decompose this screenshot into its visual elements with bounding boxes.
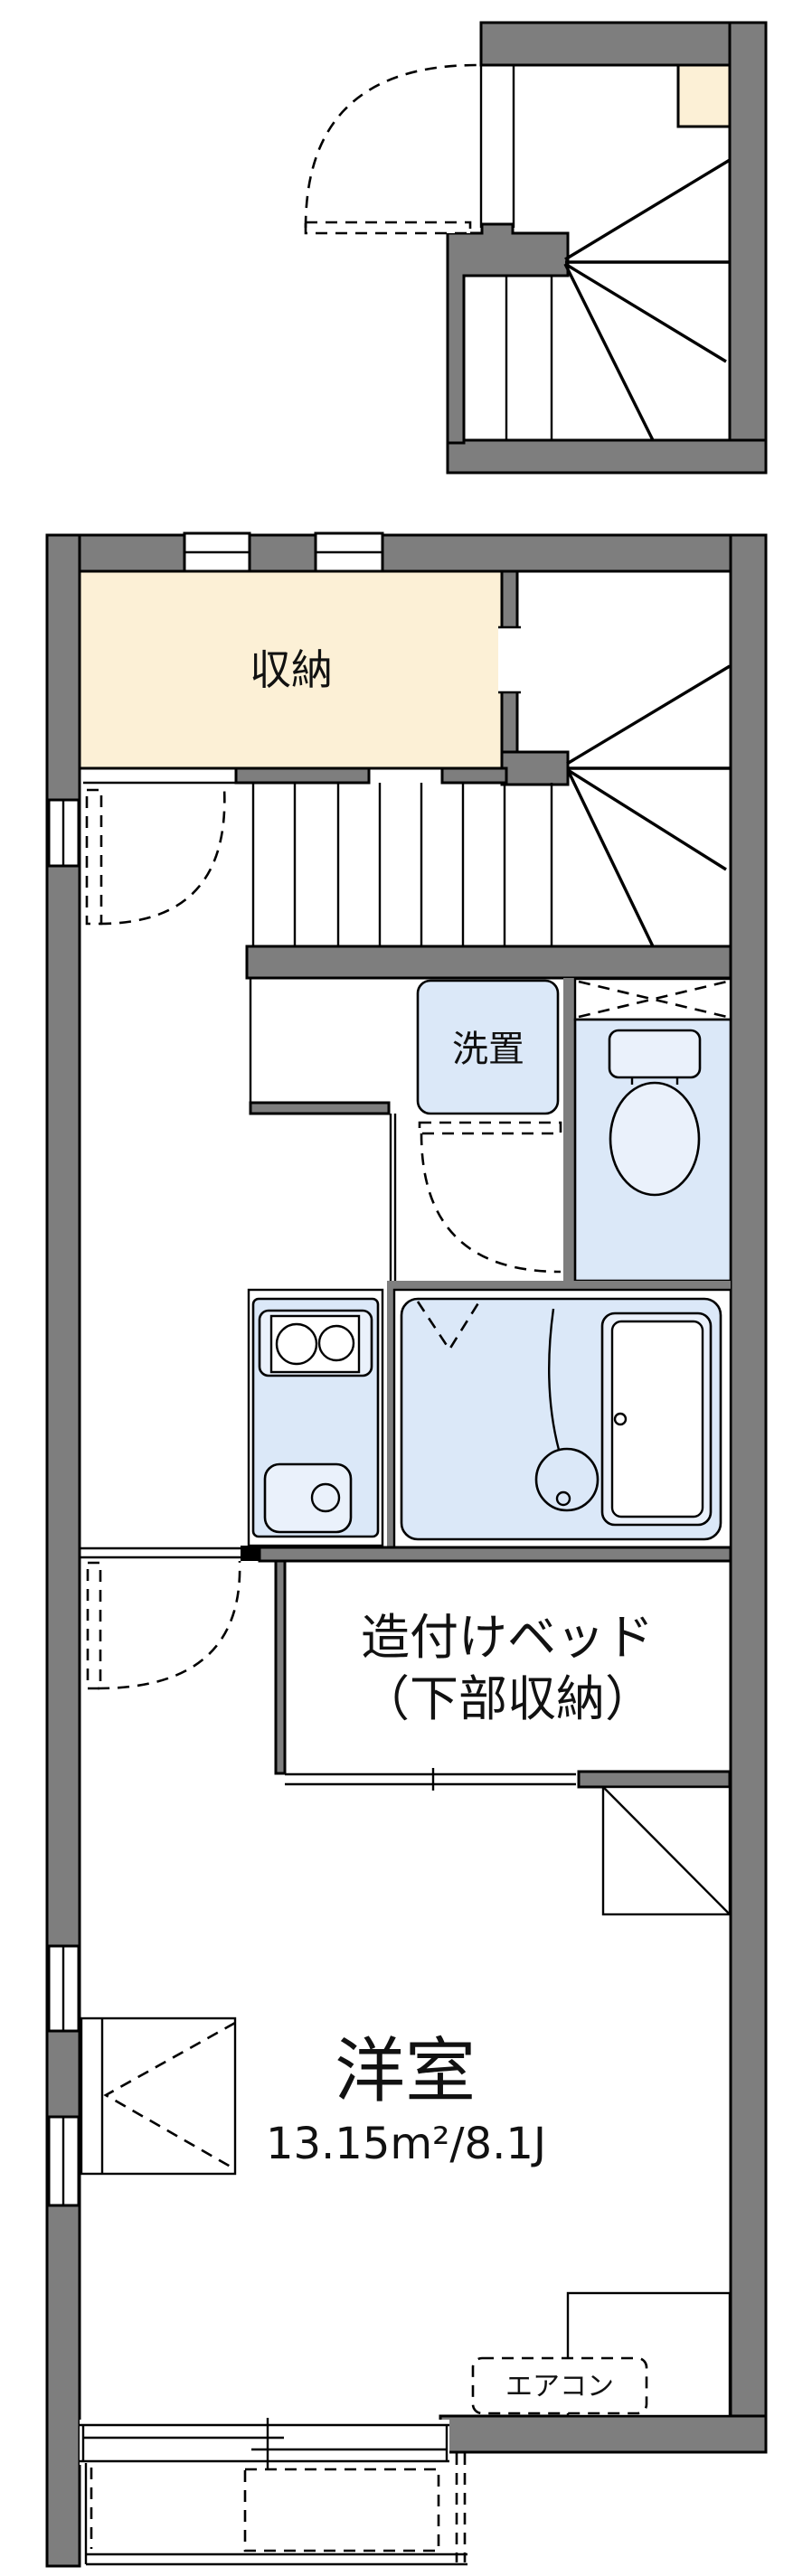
upper-stair-block bbox=[304, 21, 768, 475]
entry-door-leaf bbox=[85, 788, 103, 926]
toilet-room bbox=[563, 977, 732, 1283]
entry-door bbox=[85, 787, 226, 926]
room-area-label: 13.15m²/8.1J bbox=[266, 2119, 546, 2169]
storage-label: 収納 bbox=[250, 645, 333, 694]
main-unit: 収納 bbox=[45, 531, 768, 2568]
main-winder-stairs bbox=[83, 664, 731, 947]
top-window-2 bbox=[314, 531, 384, 574]
western-room: 洋室 13.15m²/8.1J エアコン bbox=[80, 2017, 732, 2418]
washroom-door-leaf bbox=[418, 1121, 562, 1135]
room-label: 洋室 bbox=[335, 2031, 476, 2112]
cabinet-cross-1 bbox=[578, 980, 728, 1019]
upper-block-right-wall bbox=[728, 21, 768, 475]
basin-drain bbox=[555, 1490, 571, 1507]
bathtub-drain bbox=[613, 1412, 628, 1426]
upper-door-swing bbox=[304, 63, 478, 235]
balcony bbox=[84, 2453, 467, 2566]
overhead-cabinet bbox=[573, 977, 732, 1021]
built-in-bed: 造付けベッド （下部収納） bbox=[80, 1546, 732, 1916]
stair-bottom-wall bbox=[245, 945, 732, 980]
left-window-entry bbox=[47, 798, 80, 868]
upper-door-arc bbox=[304, 63, 478, 229]
stove-top bbox=[269, 1314, 361, 1374]
bath-left-wall bbox=[387, 1290, 394, 1547]
straight-stairs bbox=[245, 783, 732, 980]
sink-drain bbox=[310, 1482, 341, 1513]
bathroom bbox=[387, 1281, 732, 1549]
bottom-wall bbox=[439, 2414, 768, 2454]
bath-top-wall bbox=[387, 1281, 731, 1290]
upper-block-bottom-wall bbox=[446, 438, 768, 475]
storage-door-gap bbox=[498, 627, 521, 692]
bed-wall-stub bbox=[241, 1546, 260, 1561]
upper-winder-stairs bbox=[505, 158, 731, 441]
under-storage-wall-b bbox=[440, 766, 508, 785]
washer-label: 洗置 bbox=[452, 1029, 524, 1070]
toilet-tank bbox=[608, 1029, 702, 1079]
storage-floor bbox=[78, 569, 504, 770]
washer-pan bbox=[416, 979, 560, 1115]
kitchen bbox=[247, 1288, 384, 1547]
bedroom-door-leaf bbox=[86, 1561, 102, 1690]
left-window-room-2 bbox=[47, 2115, 80, 2207]
bed-right-wall bbox=[577, 1770, 732, 1789]
wall-cabinet-box bbox=[80, 2017, 237, 2176]
aircon-marker: エアコン bbox=[471, 2356, 648, 2415]
bath-divider-line bbox=[548, 1308, 561, 1451]
washroom bbox=[249, 978, 562, 1281]
bed-left-wall bbox=[274, 1559, 287, 1775]
left-window-room-1 bbox=[47, 1944, 80, 2033]
aircon-label: エアコン bbox=[505, 2371, 614, 2402]
bed-top-wall bbox=[258, 1546, 732, 1563]
top-wall bbox=[45, 533, 768, 573]
bathtub-inner bbox=[610, 1320, 704, 1518]
entry-door-arc bbox=[99, 787, 226, 926]
cabinet-cross-2 bbox=[578, 980, 728, 1019]
storage-room: 収納 bbox=[78, 569, 521, 770]
bedroom-door-arc bbox=[97, 1560, 241, 1690]
bed-label-line2: （下部収納） bbox=[361, 1670, 654, 1727]
eaves-outline bbox=[243, 2468, 440, 2552]
kitchen-sink bbox=[263, 1462, 353, 1534]
right-wall bbox=[729, 533, 768, 2454]
toilet-bowl bbox=[609, 1081, 701, 1197]
wash-basin bbox=[534, 1447, 600, 1512]
stove-burner-left bbox=[275, 1322, 318, 1366]
bed-corner-box bbox=[601, 1785, 732, 1916]
winder-hub-wall bbox=[500, 750, 570, 786]
bedroom-door bbox=[86, 1560, 241, 1690]
upper-door-leaf bbox=[304, 221, 472, 235]
washroom-front-wall bbox=[249, 1101, 391, 1115]
bed-label-line1: 造付けベッド bbox=[361, 1609, 654, 1666]
upper-landing bbox=[676, 63, 732, 128]
toilet-left-wall bbox=[563, 978, 575, 1281]
stove-burner-right bbox=[317, 1324, 355, 1362]
left-wall bbox=[45, 533, 81, 2568]
top-window-1 bbox=[183, 531, 251, 574]
washer-space: 洗置 bbox=[416, 979, 560, 1115]
upper-block-top-wall bbox=[479, 21, 768, 67]
under-storage-wall-a bbox=[234, 766, 371, 785]
bottom-sliding-window bbox=[80, 2418, 449, 2468]
